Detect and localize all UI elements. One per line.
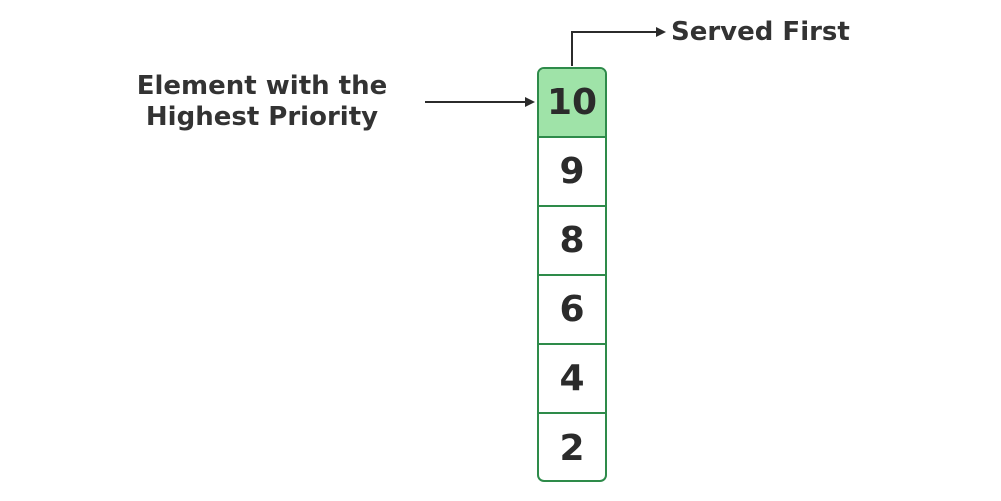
served-first-label: Served First xyxy=(671,17,850,47)
highest-priority-label: Element with the Highest Priority xyxy=(112,71,412,133)
queue-element: 2 xyxy=(559,428,585,469)
queue-element: 6 xyxy=(539,276,605,345)
queue-element: 9 xyxy=(539,138,605,207)
highest-priority-label-line1: Element with the xyxy=(136,71,388,101)
highest-priority-label-line2: Highest Priority xyxy=(145,102,379,132)
queue-element-highest: 10 xyxy=(539,69,605,138)
queue-element: 8 xyxy=(539,207,605,276)
queue-element: 4 xyxy=(539,345,605,414)
served-first-arrow xyxy=(571,27,666,66)
